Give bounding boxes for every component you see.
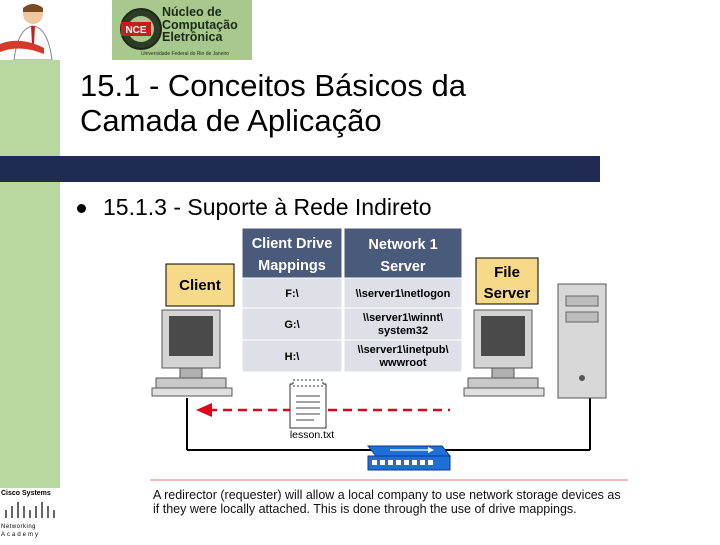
nce-logo-mark: NCE [120, 8, 162, 50]
client-label: Client [179, 277, 221, 294]
drive-mapping-table: Client Drive Mappings Network 1 Server F… [241, 227, 463, 373]
network-diagram: Client File Server Client Drive Mappings… [150, 218, 628, 540]
table-header-server-line-2: Server [380, 259, 426, 275]
logo-line-1: Núcleo de [162, 5, 222, 19]
hub-icon [366, 445, 452, 471]
server-label-box [475, 257, 539, 305]
header-image [0, 0, 60, 61]
slide-title: 15.1 - Conceitos Básicos da Camada de Ap… [80, 68, 640, 138]
table-header-client-line-1: Client Drive [252, 236, 333, 252]
table-row-3-drive-cell [241, 339, 343, 373]
cisco-academy-text: Academy [1, 532, 41, 538]
arrow-left-icon [196, 403, 212, 417]
logo-line-3: Eletrônica [162, 30, 223, 44]
bullet-text: 15.1.3 - Suporte à Rede Indireto [103, 194, 432, 220]
cisco-systems-text: Cisco Systems [1, 490, 51, 497]
server-label-line-2: Server [484, 285, 531, 302]
network-diagram-svg: Client File Server Client Drive Mappings… [150, 227, 628, 481]
table-row-1-drive-cell [241, 277, 343, 309]
table-header-server-line-1: Network 1 [368, 237, 437, 253]
logo-subtitle: Universidade Federal do Rio de Janeiro [140, 51, 230, 57]
nce-logo-mark-text: NCE [125, 25, 146, 36]
logo-title: Núcleo de Computação Eletrônica [162, 6, 252, 44]
server-tower [557, 283, 607, 399]
table-header-server [343, 227, 463, 279]
document-icon [289, 379, 327, 429]
client-label-box [165, 263, 235, 307]
diagram-caption: A redirector (requester) will allow a lo… [153, 488, 621, 516]
table-row-2-drive: G:\ [284, 319, 299, 331]
server-computer [463, 309, 545, 397]
table-row-2-path-line-2: system32 [378, 325, 428, 337]
slide-title-line-2: Camada de Aplicação [80, 103, 382, 138]
table-row-1-path: \\server1\netlogon [356, 288, 451, 300]
table-row-3-drive: H:\ [285, 351, 300, 363]
table-row-1-path-cell [343, 277, 463, 309]
left-sidebar [0, 0, 60, 540]
cisco-bridge-icon [5, 502, 55, 518]
bullet-dot [77, 204, 86, 213]
table-row-2-drive-cell [241, 307, 343, 341]
cisco-networking-text: Networking [1, 524, 37, 530]
nce-logo: NCE [112, 0, 252, 60]
server-label-line-1: File [494, 264, 520, 281]
table-row-3-path-line-2: wwwroot [378, 357, 426, 369]
client-computer [151, 309, 233, 397]
table-header-client-line-2: Mappings [258, 258, 326, 274]
table-row-3-path-cell [343, 339, 463, 373]
cisco-logo [0, 488, 62, 540]
logo-line-2: Computação [162, 17, 238, 32]
person-illustration [0, 0, 60, 61]
table-row-1-drive: F:\ [285, 288, 298, 300]
table-row-2-path-line-1: \\server1\winnt\ [363, 312, 443, 324]
file-name: lesson.txt [290, 429, 334, 441]
slide-title-line-1: 15.1 - Conceitos Básicos da [80, 68, 466, 103]
table-row-3-path-line-1: \\server1\inetpub\ [357, 344, 448, 356]
title-bar [0, 156, 600, 182]
